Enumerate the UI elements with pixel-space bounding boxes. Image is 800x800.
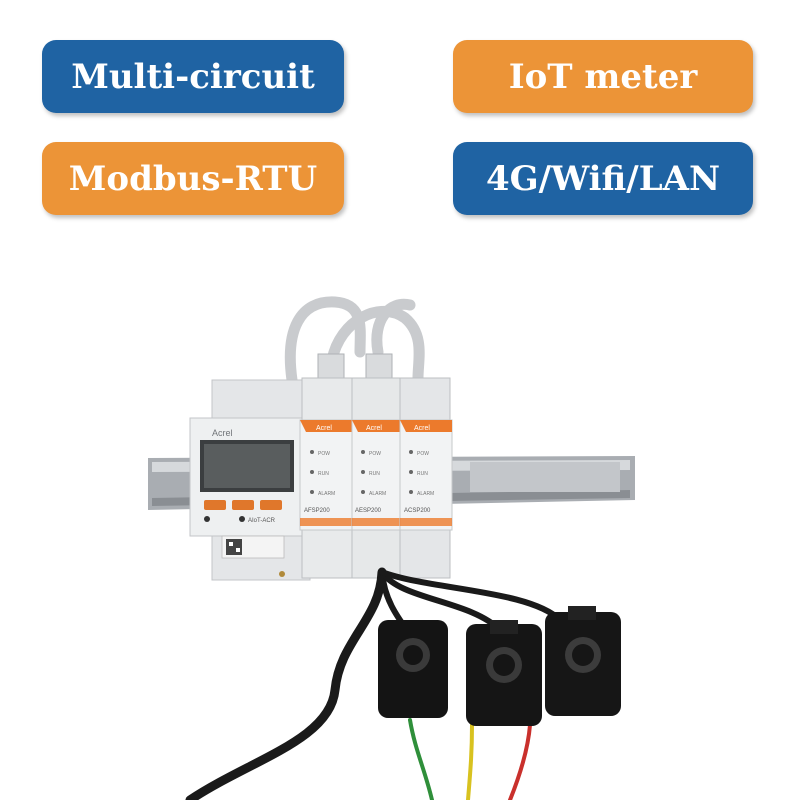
main-model-label: AIoT-ACR xyxy=(248,518,276,524)
main-meter-unit: Acrel AIoT-ACR xyxy=(189,379,311,581)
module-3: Acrel POW RUN ALARM ACSP200 xyxy=(399,377,453,579)
module-model: AESP200 xyxy=(355,508,382,514)
modbus-rtu-label: Modbus-RTU xyxy=(68,158,318,199)
module-1: Acrel POW RUN ALARM AFSP200 xyxy=(299,377,353,579)
current-transformer xyxy=(545,606,621,716)
module-brand: Acrel xyxy=(414,425,430,432)
connectivity-label: 4G/Wifi/LAN xyxy=(485,158,721,199)
connectivity-badge: 4G/Wifi/LAN xyxy=(453,142,753,215)
led-label: RUN xyxy=(417,471,428,477)
current-transformer xyxy=(466,620,542,726)
led-label: RUN xyxy=(369,471,380,477)
current-transformer xyxy=(378,620,448,718)
led-label: ALARM xyxy=(417,491,434,497)
module-brand: Acrel xyxy=(316,425,332,432)
led-label: POW xyxy=(318,451,330,457)
network-cables xyxy=(284,296,425,386)
led-label: ALARM xyxy=(318,491,335,497)
module-model: AFSP200 xyxy=(304,508,330,514)
iot-meter-badge: IoT meter xyxy=(453,40,753,113)
led-label: ALARM xyxy=(369,491,386,497)
iot-meter-label: IoT meter xyxy=(508,56,698,97)
multi-circuit-label: Multi-circuit xyxy=(71,56,315,97)
modbus-rtu-badge: Modbus-RTU xyxy=(42,142,344,215)
led-label: RUN xyxy=(318,471,329,477)
multi-circuit-badge: Multi-circuit xyxy=(42,40,344,113)
module-brand: Acrel xyxy=(366,425,382,432)
sensor-cables xyxy=(185,567,563,800)
meter-button xyxy=(204,500,226,510)
meter-button xyxy=(232,500,254,510)
led-label: POW xyxy=(369,451,381,457)
brand-logo: Acrel xyxy=(212,428,233,438)
module-model: ACSP200 xyxy=(404,508,431,514)
meter-product-photo: Acrel AIoT-ACR Acrel POW RUN ALARM AFSP2… xyxy=(148,296,635,800)
meter-button xyxy=(260,500,282,510)
module-2: Acrel POW RUN ALARM AESP200 xyxy=(351,377,401,579)
led-label: POW xyxy=(417,451,429,457)
cable-plugs xyxy=(317,353,393,381)
